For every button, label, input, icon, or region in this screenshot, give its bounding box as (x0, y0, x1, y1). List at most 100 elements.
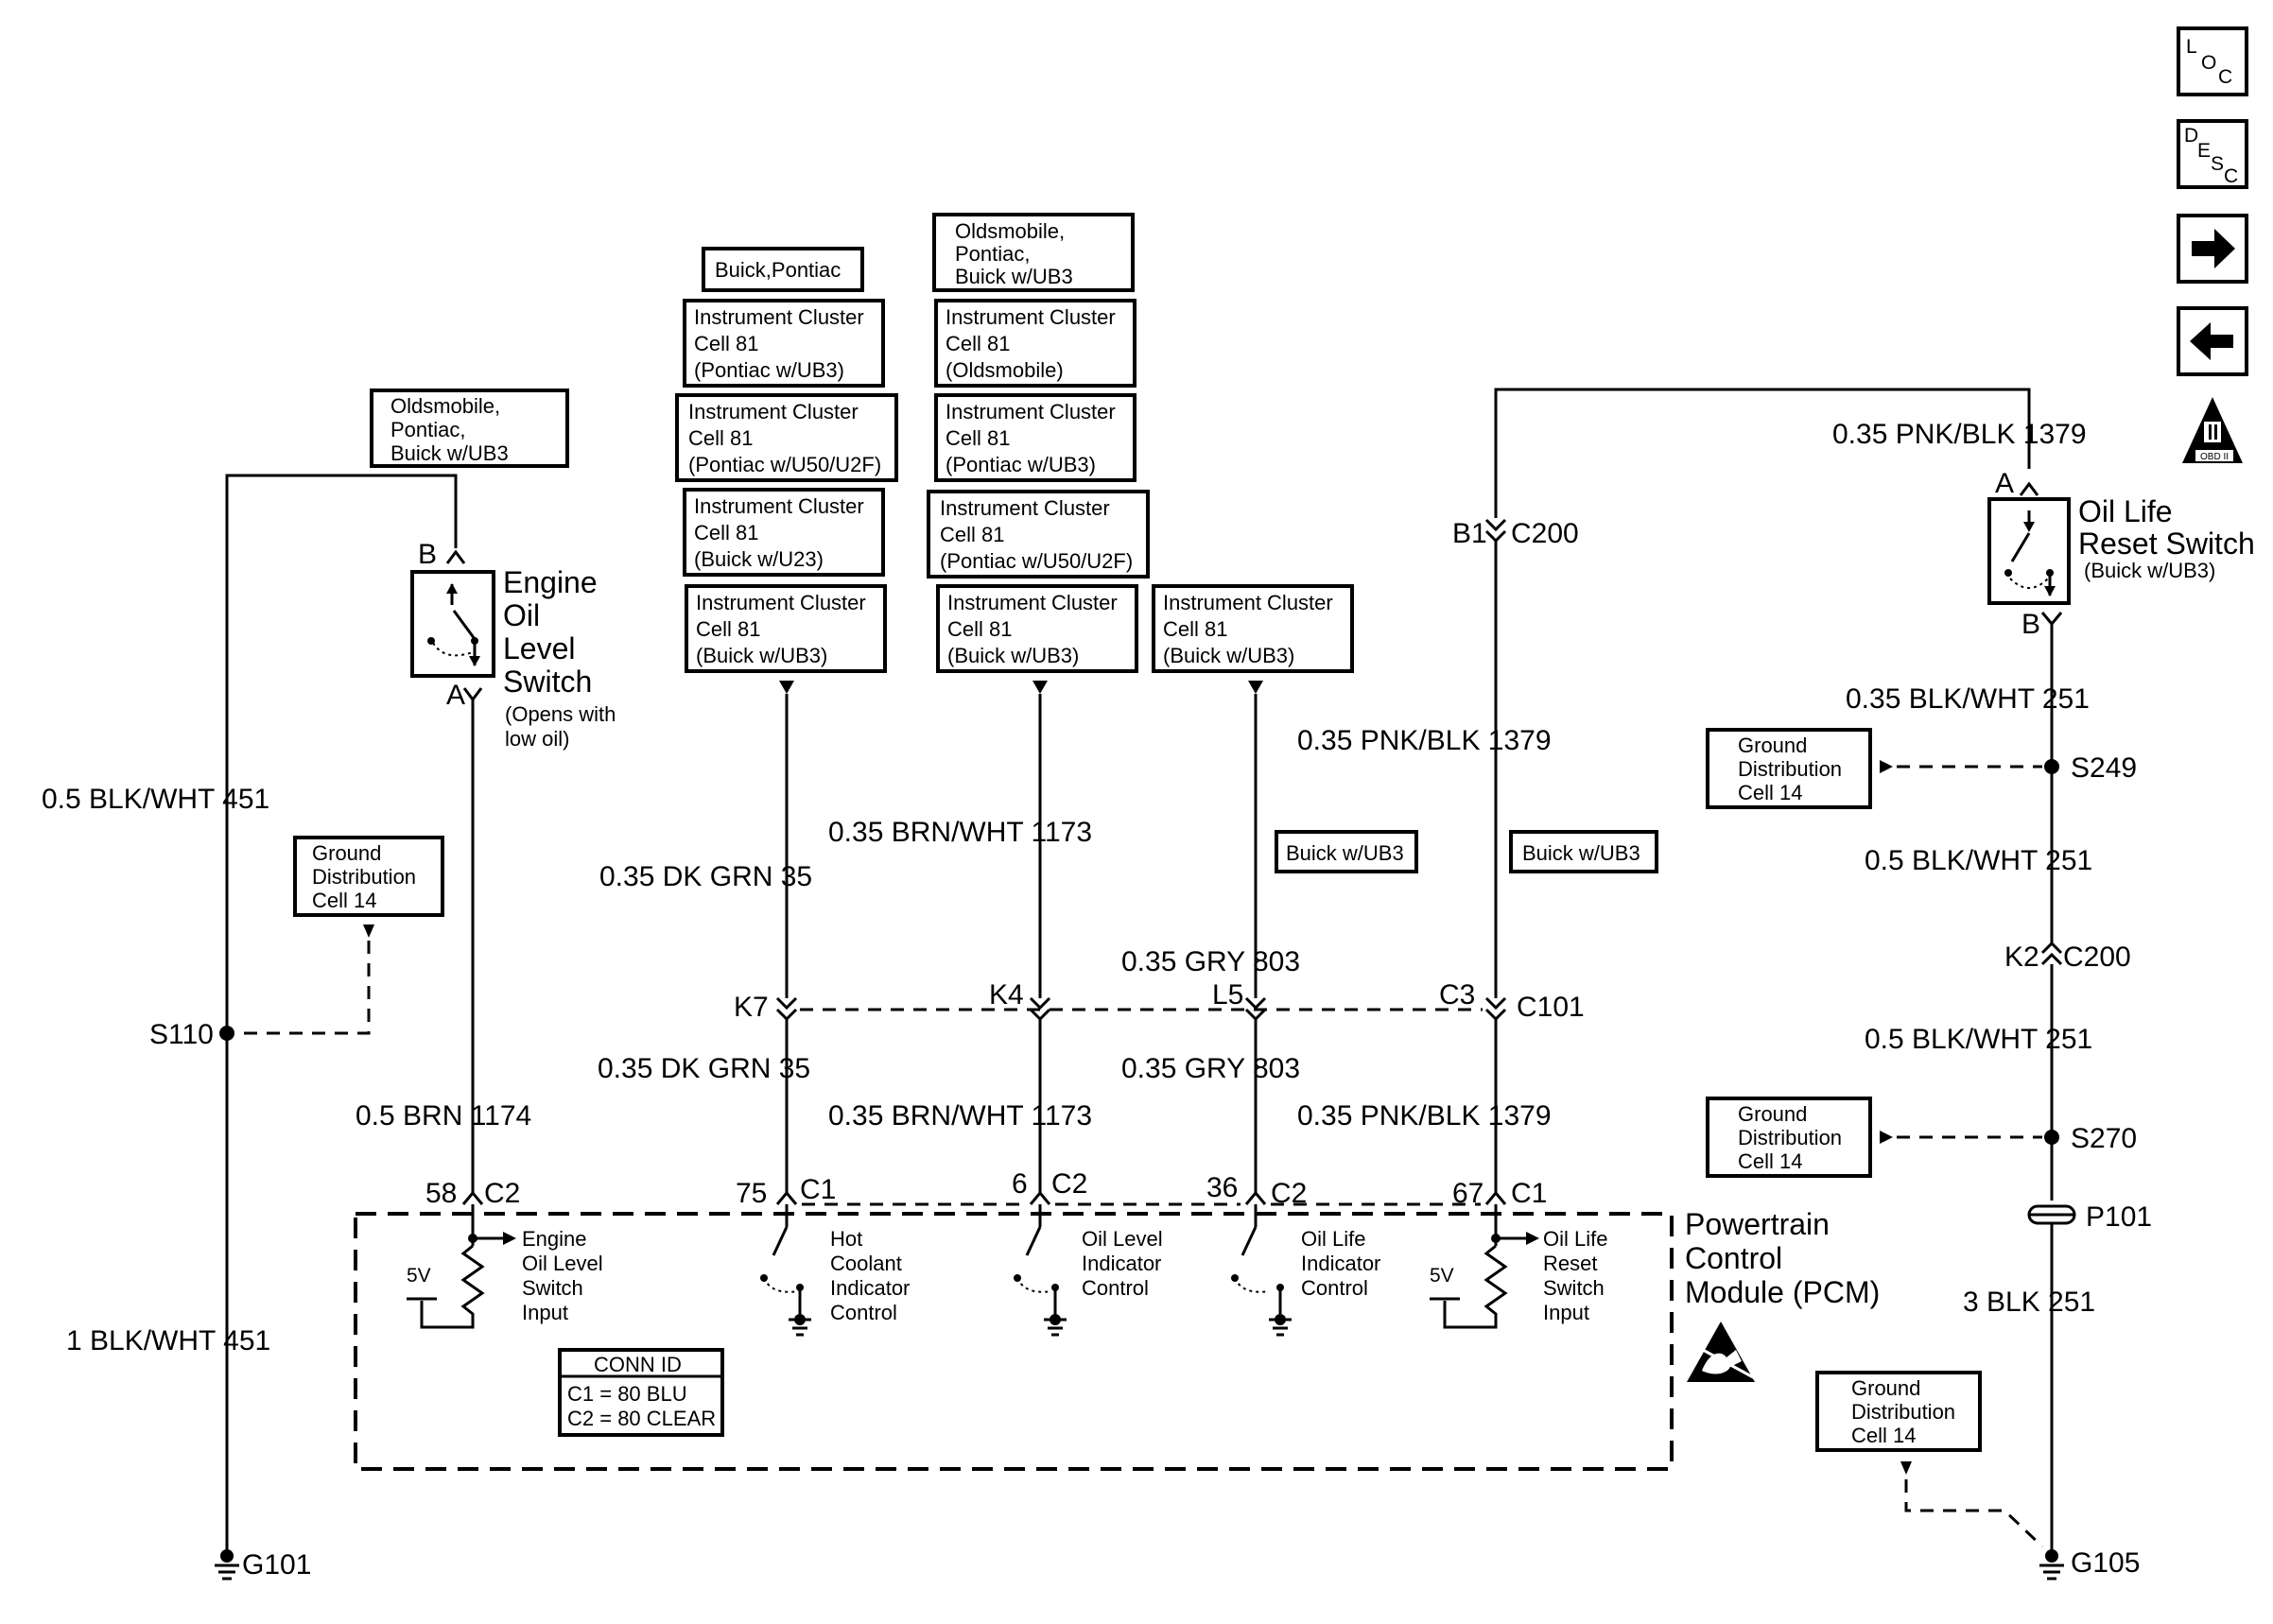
arrow-left-icon (2190, 322, 2233, 360)
wire-label: 0.35 BRN/WHT 1173 (828, 817, 1092, 848)
svg-text:75: 75 (736, 1178, 767, 1209)
svg-text:C2 = 80 CLEAR: C2 = 80 CLEAR (567, 1407, 716, 1430)
nav-loc-button[interactable]: L O C (2177, 26, 2248, 96)
obd-ii-icon[interactable]: OBD II (2182, 397, 2243, 463)
connector-label: K4 (989, 979, 1024, 1011)
svg-text:Oil Level: Oil Level (522, 1252, 603, 1275)
instrument-cluster-box: Instrument Cluster Cell 81 (Pontiac w/U5… (927, 490, 1150, 579)
svg-text:Cell 14: Cell 14 (1738, 1149, 1802, 1173)
prev-arrow-button[interactable] (2177, 306, 2248, 376)
splice-s110 (219, 1026, 234, 1041)
svg-text:Ground: Ground (1738, 734, 1807, 757)
pcm-pin-67: 67 C1 (1452, 1178, 1547, 1209)
svg-text:(Pontiac w/UB3): (Pontiac w/UB3) (946, 453, 1096, 476)
splice-label: S249 (2071, 752, 2137, 784)
svg-text:Oldsmobile,: Oldsmobile, (390, 394, 500, 418)
svg-text:Instrument Cluster: Instrument Cluster (940, 496, 1110, 520)
svg-text:Switch: Switch (522, 1276, 583, 1300)
ground-distribution-box: Ground Distribution Cell 14 (1706, 1097, 1872, 1178)
svg-text:Cell 14: Cell 14 (1738, 781, 1802, 804)
svg-text:Hot: Hot (830, 1227, 862, 1251)
svg-text:Ground: Ground (1738, 1102, 1807, 1126)
svg-text:Reset Switch: Reset Switch (2078, 527, 2255, 561)
svg-text:Buick w/UB3: Buick w/UB3 (1286, 841, 1404, 865)
pcm-oil-life-reset-input: 5V Oil Life Reset Switch Input (1430, 1204, 1607, 1329)
svg-text:Cell 81: Cell 81 (1163, 617, 1227, 641)
nav-desc-button[interactable]: D E S C (2177, 119, 2248, 189)
svg-text:Control: Control (1082, 1276, 1149, 1300)
svg-text:Cell 81: Cell 81 (694, 332, 758, 355)
svg-text:Ground: Ground (312, 841, 381, 865)
svg-text:(Pontiac w/U50/U2F): (Pontiac w/U50/U2F) (688, 453, 881, 476)
svg-text:Oil Life: Oil Life (1301, 1227, 1365, 1251)
engine-oil-level-switch: B A Engine Oil Level Switch (Opens with … (410, 539, 616, 751)
connector-label: K7 (734, 992, 769, 1023)
svg-text:L: L (2186, 36, 2197, 58)
svg-text:OBD II: OBD II (2200, 452, 2229, 462)
instrument-cluster-box: Instrument Cluster Cell 81 (Buick w/UB3) (936, 584, 1138, 673)
svg-text:Switch: Switch (503, 665, 592, 699)
svg-text:Oldsmobile,: Oldsmobile, (955, 219, 1065, 243)
splice-label: S270 (2071, 1123, 2137, 1154)
svg-text:Instrument Cluster: Instrument Cluster (694, 494, 864, 518)
svg-text:Distribution: Distribution (1738, 757, 1842, 781)
option-box-buick-pontiac: Buick,Pontiac (702, 247, 864, 292)
pcm-engine-oil-level-input: 5V Engine Oil Level Switch Input (407, 1204, 603, 1329)
pcm-oil-life-indicator: Oil Life Indicator Control (1231, 1204, 1380, 1337)
svg-text:5V: 5V (1430, 1265, 1454, 1287)
ground-g101-icon (215, 1549, 239, 1581)
svg-text:(Buick w/UB3): (Buick w/UB3) (2084, 559, 2215, 582)
svg-text:CONN ID: CONN ID (594, 1353, 682, 1376)
instrument-cluster-box: Instrument Cluster Cell 81 (Buick w/U23) (683, 488, 885, 577)
svg-text:Cell 81: Cell 81 (946, 426, 1010, 450)
svg-text:B: B (2021, 609, 2040, 640)
svg-text:Instrument Cluster: Instrument Cluster (1163, 591, 1333, 614)
svg-text:Indicator: Indicator (1082, 1252, 1161, 1275)
next-arrow-button[interactable] (2177, 214, 2248, 284)
wire-label: 0.35 BLK/WHT 251 (1846, 683, 2090, 715)
option-box-olds-left: Oldsmobile, Pontiac, Buick w/UB3 (370, 389, 569, 468)
splice-s270 (2044, 1130, 2059, 1145)
svg-text:C: C (2218, 66, 2232, 88)
svg-text:Input: Input (522, 1301, 568, 1324)
splice-s249 (2044, 759, 2059, 774)
connector-label: C200 (1511, 518, 1579, 549)
ground-distribution-box: Ground Distribution Cell 14 (293, 836, 444, 917)
svg-text:A: A (446, 680, 465, 711)
instrument-cluster-box: Instrument Cluster Cell 81 (Pontiac w/UB… (683, 299, 885, 388)
svg-text:C2: C2 (484, 1178, 520, 1209)
wire-label: 0.35 PNK/BLK 1379 (1832, 419, 2087, 450)
svg-text:Input: Input (1543, 1301, 1589, 1324)
pcm-pin-58: 58 C2 (425, 1178, 520, 1209)
instrument-cluster-box: Instrument Cluster Cell 81 (Buick w/UB3) (1152, 584, 1354, 673)
svg-text:Instrument Cluster: Instrument Cluster (947, 591, 1118, 614)
svg-text:C2: C2 (1051, 1168, 1087, 1200)
pcm-pin-6: 6 C2 (1012, 1168, 1087, 1205)
option-box-buick-ub3: Buick w/UB3 (1509, 830, 1658, 873)
svg-text:(Buick w/UB3): (Buick w/UB3) (1163, 644, 1294, 667)
conn-id-box: CONN ID C1 = 80 BLU C2 = 80 CLEAR (558, 1348, 724, 1437)
svg-text:Cell 14: Cell 14 (312, 889, 376, 912)
svg-text:Cell 81: Cell 81 (946, 332, 1010, 355)
svg-text:(Buick w/U23): (Buick w/U23) (694, 547, 824, 571)
ground-distribution-box: Ground Distribution Cell 14 (1815, 1371, 1982, 1452)
svg-text:Indicator: Indicator (830, 1276, 910, 1300)
connector-label: K2 (2004, 942, 2039, 973)
svg-text:58: 58 (425, 1178, 457, 1209)
svg-text:Indicator: Indicator (1301, 1252, 1380, 1275)
wire-label: 3 BLK 251 (1963, 1287, 2095, 1318)
svg-text:Control: Control (830, 1301, 897, 1324)
option-box-buick-ub3: Buick w/UB3 (1275, 830, 1418, 873)
instrument-cluster-box: Instrument Cluster Cell 81 (Pontiac w/U5… (675, 393, 898, 482)
connector-label: B1 (1452, 518, 1487, 549)
instrument-cluster-box: Instrument Cluster Cell 81 (Oldsmobile) (934, 299, 1136, 388)
svg-text:Oil Life: Oil Life (2078, 494, 2173, 528)
wire-label: 0.35 DK GRN 35 (599, 861, 812, 892)
svg-text:Engine: Engine (522, 1227, 587, 1251)
svg-text:(Opens with: (Opens with (505, 702, 616, 726)
svg-text:Distribution: Distribution (1851, 1400, 1955, 1424)
svg-text:Instrument Cluster: Instrument Cluster (694, 305, 864, 329)
wire-label: 0.35 GRY 803 (1121, 946, 1300, 977)
svg-text:Control: Control (1685, 1241, 1782, 1275)
svg-text:Engine: Engine (503, 565, 598, 599)
